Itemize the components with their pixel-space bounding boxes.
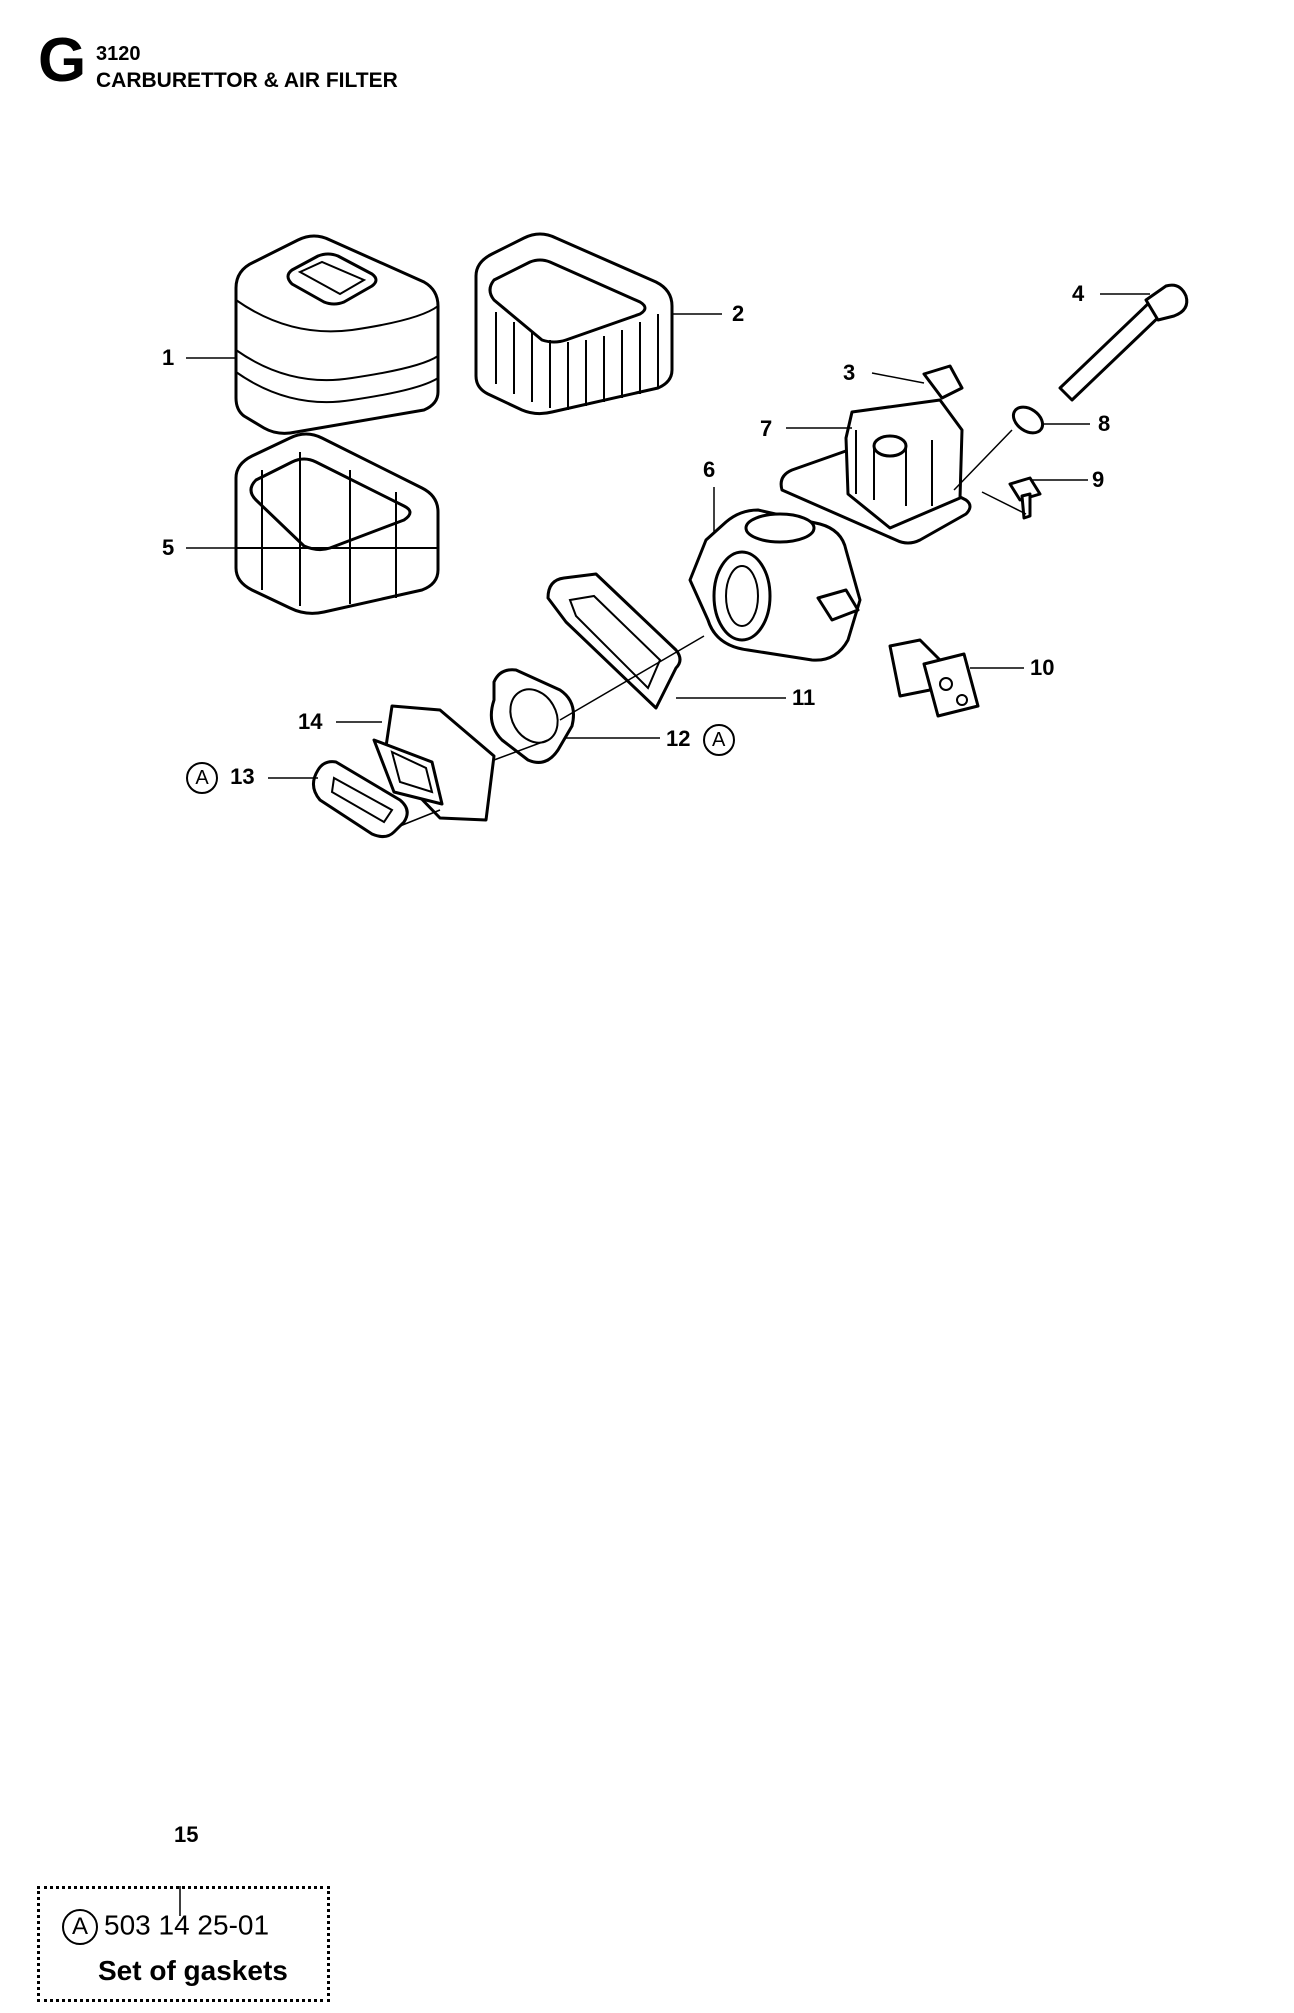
valve-block-part [888,638,980,718]
callout-7: 7 [760,416,773,441]
callout-8: 8 [1098,411,1111,436]
filter-element-part [474,232,674,416]
callout-6: 6 [703,457,716,482]
callout-12: 12 A [666,724,735,756]
callout-10: 10 [1030,655,1055,680]
kit-description: Set of gaskets [98,1955,288,1986]
kit-part-number: 503 14 25-01 [104,1909,270,1941]
section-title: CARBURETTOR & AIR FILTER [96,69,398,92]
leader-lines [179,293,1150,1916]
round-gasket-part [489,668,575,764]
callout-12-number: 12 [666,726,691,751]
bolt-part [1058,283,1189,402]
callout-4: 4 [1072,281,1085,306]
air-filter-part [234,234,440,435]
carburettor-part [688,508,862,662]
callout-13: A 13 [186,762,255,794]
filter-housing-part [779,398,972,545]
kit-marker-a-icon: A [186,762,218,794]
callout-9: 9 [1092,467,1105,492]
clip-part [922,364,964,400]
intake-manifold-part [372,704,496,822]
callout-3: 3 [843,360,856,385]
section-letter: G [38,26,87,95]
kit-marker-a-icon: A [702,724,735,756]
gasket-frame-part [546,572,682,710]
callout-15: 15 [174,1822,199,1847]
callout-2: 2 [732,301,745,326]
callout-13-number: 13 [230,764,255,789]
callout-14: 14 [298,709,323,734]
kit-marker-a-icon: A [62,1909,98,1945]
filter-frame-part [234,432,440,615]
washer-part [1011,405,1045,435]
section-code: 3120 [96,43,141,65]
screw-part [1008,476,1042,520]
callout-5: 5 [162,535,175,560]
callout-11: 11 [792,685,816,710]
callout-1: 1 [162,345,175,370]
small-gasket-part [312,760,409,839]
